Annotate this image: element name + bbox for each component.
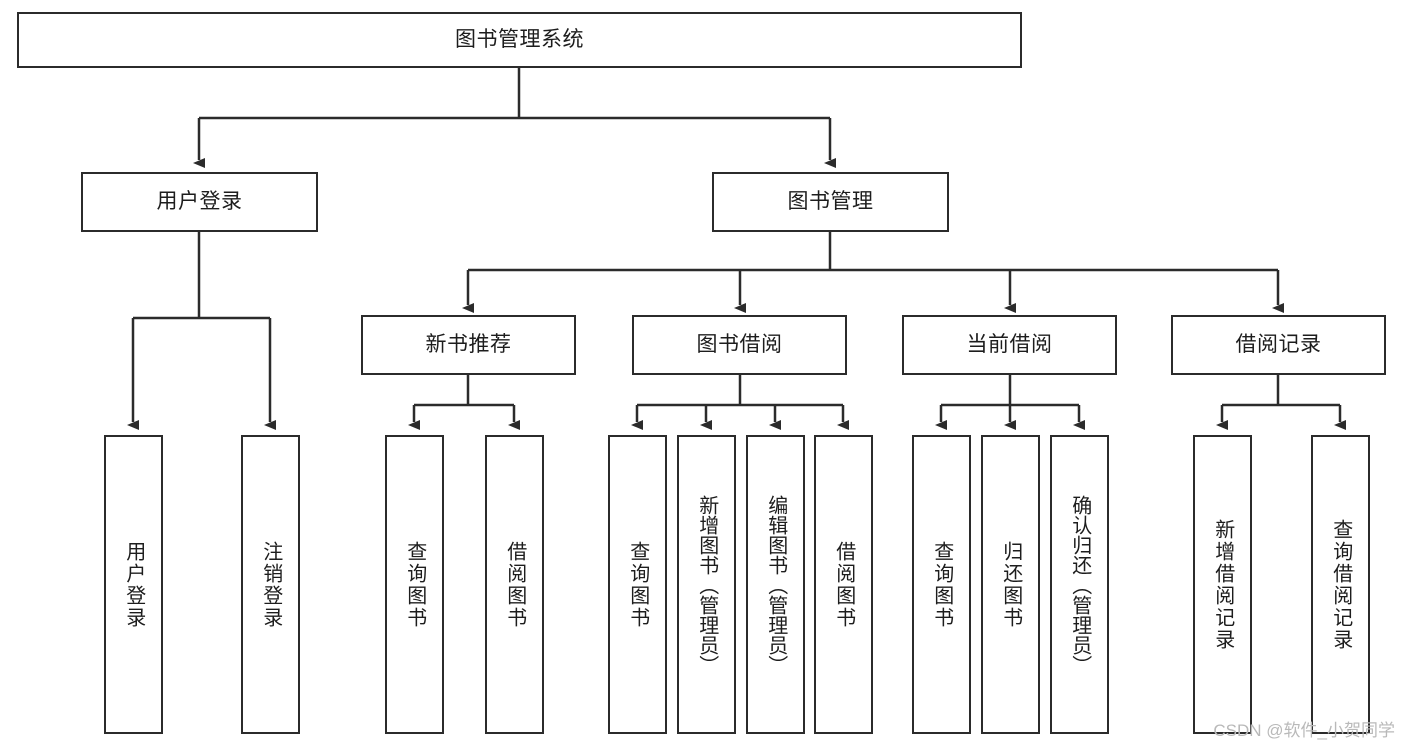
node-borrow-record-label: 借阅记录 [1235,332,1322,356]
node-book-borrow[interactable]: 图书借阅 [632,315,847,375]
node-new-book-recommend[interactable]: 新书推荐 [361,315,576,375]
watermark: CSDN @软件_小贺同学 [1213,721,1395,740]
node-leaf-user-login-label: 用户登录 [122,540,145,629]
node-leaf-query-book-3[interactable]: 查询图书 [912,435,971,734]
node-leaf-logout-label: 注销登录 [259,540,282,629]
node-leaf-borrow-book-1-label: 借阅图书 [503,540,526,629]
node-current-borrow[interactable]: 当前借阅 [902,315,1117,375]
node-leaf-return-book-label: 归还图书 [999,540,1022,629]
node-leaf-logout[interactable]: 注销登录 [241,435,300,734]
node-user-login[interactable]: 用户登录 [81,172,318,232]
node-leaf-query-book-2-label: 查询图书 [626,540,649,629]
node-book-manage[interactable]: 图书管理 [712,172,949,232]
node-leaf-add-record[interactable]: 新增借阅记录 [1193,435,1252,734]
node-borrow-record[interactable]: 借阅记录 [1171,315,1386,375]
node-leaf-add-book-label: 新增图书（管理员） [695,494,718,675]
node-leaf-edit-book[interactable]: 编辑图书（管理员） [746,435,805,734]
node-leaf-query-book-3-label: 查询图书 [930,540,953,629]
node-new-book-recommend-label: 新书推荐 [425,332,512,356]
node-current-borrow-label: 当前借阅 [966,332,1053,356]
node-book-manage-label: 图书管理 [787,189,874,213]
node-book-borrow-label: 图书借阅 [696,332,783,356]
node-leaf-user-login[interactable]: 用户登录 [104,435,163,734]
node-leaf-confirm-return[interactable]: 确认归还（管理员） [1050,435,1109,734]
node-root-label: 图书管理系统 [455,27,584,51]
node-leaf-query-book-1-label: 查询图书 [403,540,426,629]
node-leaf-add-record-label: 新增借阅记录 [1211,518,1234,651]
node-leaf-query-book-1[interactable]: 查询图书 [385,435,444,734]
node-leaf-borrow-book-1[interactable]: 借阅图书 [485,435,544,734]
node-leaf-query-record[interactable]: 查询借阅记录 [1311,435,1370,734]
node-leaf-confirm-return-label: 确认归还（管理员） [1068,494,1091,675]
node-leaf-borrow-book-2[interactable]: 借阅图书 [814,435,873,734]
node-leaf-add-book[interactable]: 新增图书（管理员） [677,435,736,734]
node-leaf-edit-book-label: 编辑图书（管理员） [764,494,787,675]
node-user-login-label: 用户登录 [156,189,243,213]
node-root[interactable]: 图书管理系统 [17,12,1022,68]
node-leaf-return-book[interactable]: 归还图书 [981,435,1040,734]
node-leaf-query-book-2[interactable]: 查询图书 [608,435,667,734]
node-leaf-borrow-book-2-label: 借阅图书 [832,540,855,629]
node-leaf-query-record-label: 查询借阅记录 [1329,518,1352,651]
